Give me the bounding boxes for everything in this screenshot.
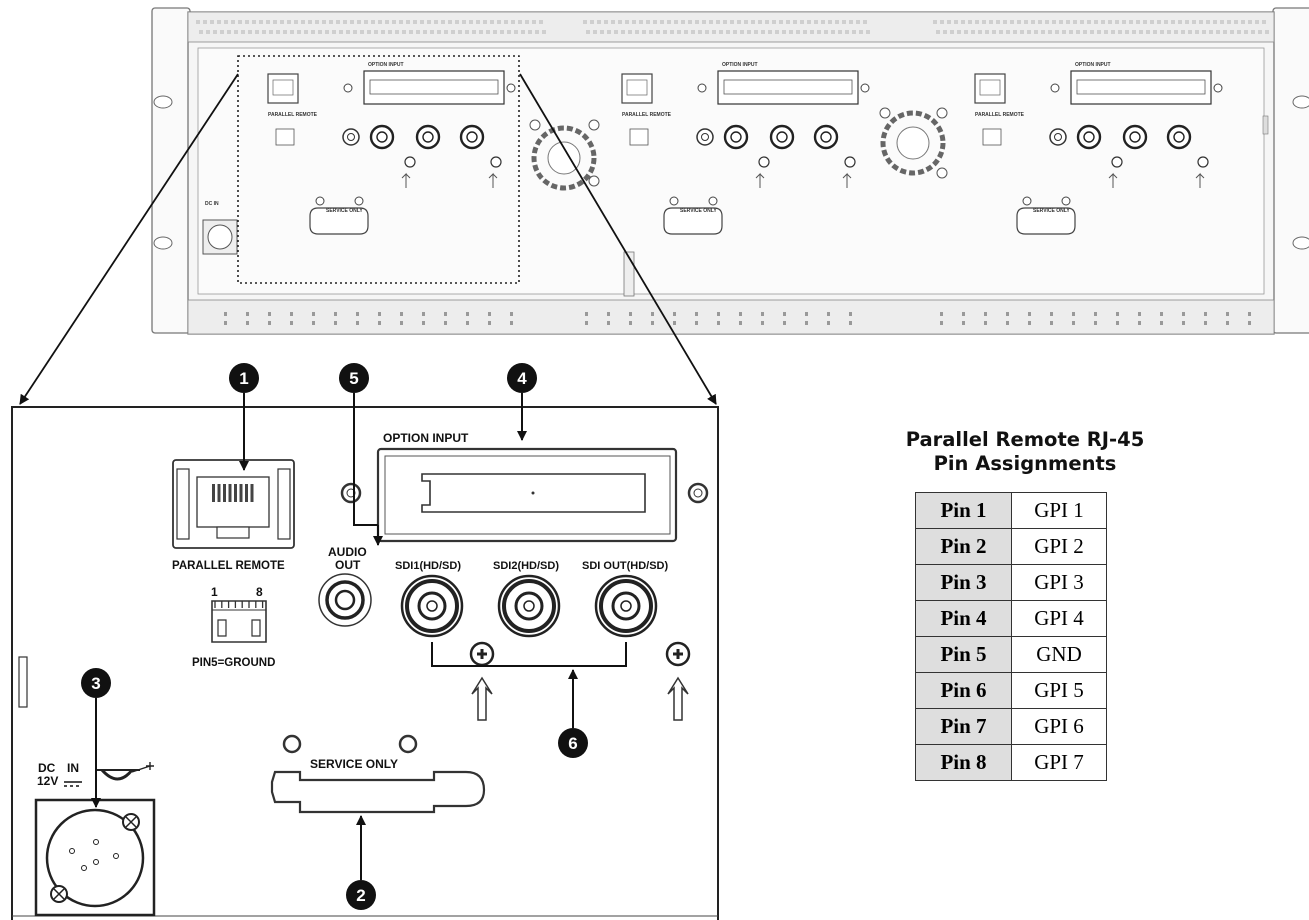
sdi2-label: SDI2(HD/SD) (493, 560, 559, 572)
svg-text:1: 1 (239, 369, 248, 388)
bottom-vent-slots (224, 312, 1251, 325)
svg-text:2: 2 (356, 886, 365, 905)
cooling-fan-right (879, 107, 948, 179)
dc-label: DC (38, 761, 56, 775)
pin-function-cell: GND (1011, 636, 1107, 673)
svg-text:5: 5 (349, 369, 358, 388)
svg-text:4: 4 (517, 369, 527, 388)
rj45-pinout-icon (211, 600, 267, 643)
pin-table-title: Parallel Remote RJ-45 Pin Assignments (860, 428, 1190, 476)
pin-table-title-line-1: Parallel Remote RJ-45 (905, 428, 1145, 451)
service-only-port (270, 770, 486, 814)
option-input-label: OPTION INPUT (383, 431, 469, 445)
svg-text:3: 3 (91, 674, 100, 693)
dc-in-xlr-connector (34, 798, 156, 917)
pin-number-cell: Pin 7 (915, 708, 1012, 745)
top-vent-slots (196, 20, 1269, 34)
service-screw-left (282, 734, 302, 754)
sdi1-label: SDI1(HD/SD) (395, 560, 461, 572)
pin5-ground-label: PIN5=GROUND (192, 657, 275, 669)
in-label: IN (67, 761, 79, 775)
right-rack-ear (1272, 7, 1309, 334)
callout-2: 2 (346, 815, 376, 910)
pin-function-cell: GPI 3 (1011, 564, 1107, 601)
ground-screw-left (469, 641, 495, 667)
sdi-out-bnc-connector (594, 574, 658, 638)
pin-number-cell: Pin 1 (915, 492, 1012, 529)
callout-6: 6 (558, 669, 588, 758)
callout-1: 1 (229, 363, 259, 471)
pin-table-title-line-2: Pin Assignments (933, 452, 1117, 475)
parallel-remote-rj45-jack (172, 459, 295, 549)
pin-number-cell: Pin 4 (915, 600, 1012, 637)
parallel-remote-label: PARALLEL REMOTE (172, 560, 285, 572)
pin-number-cell: Pin 2 (915, 528, 1012, 565)
signal-direction-arrow-left (471, 676, 493, 721)
callout-3: 3 (81, 668, 111, 808)
pin-8-mark: 8 (256, 585, 263, 599)
callout-4: 4 (507, 363, 537, 441)
panel-latch (18, 656, 28, 708)
ground-screw-right (665, 641, 691, 667)
sdi1-bnc-connector (400, 574, 464, 638)
pin-function-cell: GPI 4 (1011, 600, 1107, 637)
pin-assignment-panel: Parallel Remote RJ-45 Pin Assignments Pi… (860, 428, 1190, 781)
pin-number-cell: Pin 6 (915, 672, 1012, 709)
zoom-line-right (519, 73, 717, 405)
xlr-polarity-icon (96, 762, 154, 781)
pin-number-cell: Pin 5 (915, 636, 1012, 673)
pin-function-cell: GPI 1 (1011, 492, 1107, 529)
pin-function-cell: GPI 5 (1011, 672, 1107, 709)
zoom-region-outline (237, 55, 520, 284)
zoom-line-left (19, 73, 239, 405)
pin-number-cell: Pin 3 (915, 564, 1012, 601)
svg-text:DC IN: DC IN (205, 201, 219, 207)
audio-out-label-2: OUT (335, 558, 361, 572)
service-screw-right (398, 734, 418, 754)
audio-out-jack (318, 573, 372, 627)
sdi-out-label: SDI OUT(HD/SD) (582, 560, 669, 572)
pin-function-cell: GPI 7 (1011, 744, 1107, 781)
service-only-label: SERVICE ONLY (310, 757, 398, 771)
pin-1-mark: 1 (211, 585, 218, 599)
sdi-bracket (431, 642, 627, 667)
left-rack-ear (151, 7, 191, 334)
pin-function-cell: GPI 2 (1011, 528, 1107, 565)
magnified-panel: PARALLEL REMOTE 1 8 PIN5=GROUND OPTION I… (11, 406, 719, 920)
sdi2-bnc-connector (497, 574, 561, 638)
cooling-fan-left (529, 119, 600, 191)
svg-text:6: 6 (568, 734, 577, 753)
pin-function-cell: GPI 6 (1011, 708, 1107, 745)
voltage-label: 12V (37, 774, 58, 788)
rack-unit-rear-view: DC IN (151, 7, 1309, 335)
callout-5: 5 (339, 363, 383, 546)
signal-direction-arrow-right (667, 676, 689, 721)
dc-symbol (64, 781, 82, 787)
audio-out-label-1: AUDIO (328, 545, 367, 559)
option-input-slot (376, 447, 678, 543)
pin-number-cell: Pin 8 (915, 744, 1012, 781)
